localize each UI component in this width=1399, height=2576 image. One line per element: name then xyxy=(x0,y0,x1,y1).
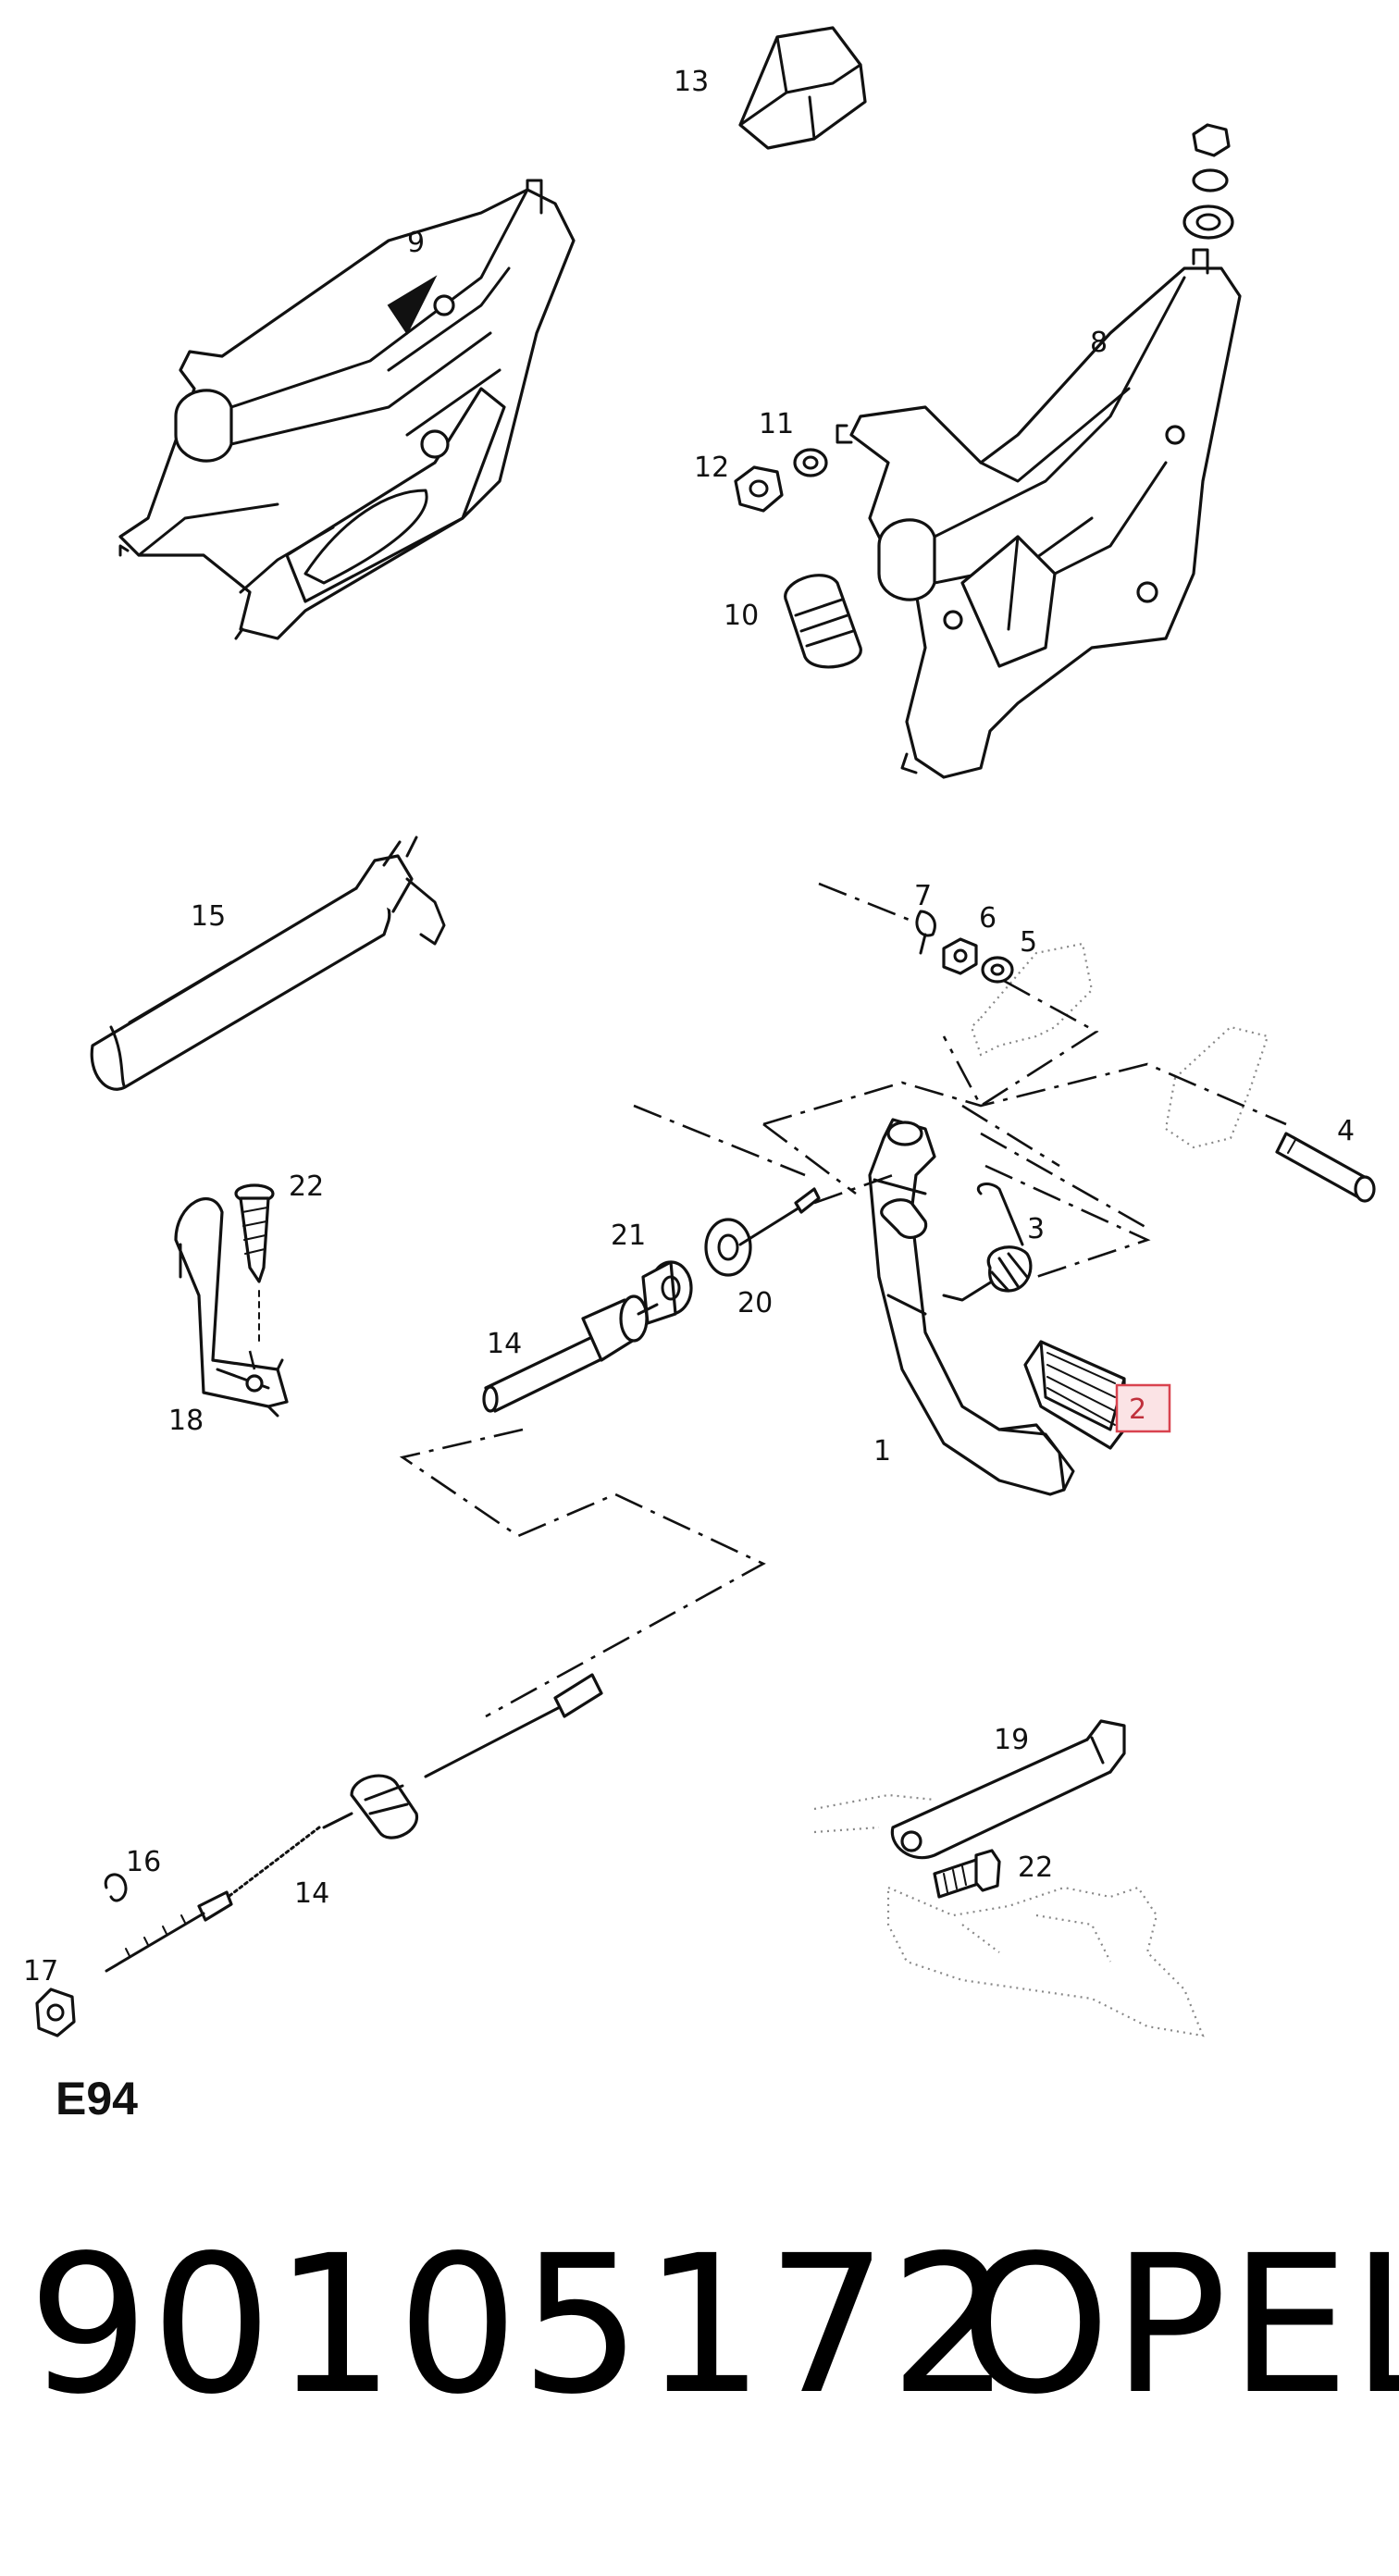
callout-16: 16 xyxy=(126,1846,161,1878)
callout-2-highlight-box xyxy=(1115,1383,1171,1433)
callout-2-highlight[interactable]: 2 xyxy=(1115,1383,1171,1433)
callout-15: 15 xyxy=(191,900,226,933)
callout-2: 2 xyxy=(1129,1393,1146,1426)
brand-name: OPEL xyxy=(960,2214,1399,2436)
part-11-washer xyxy=(793,448,828,477)
part-1-clutch-pedal xyxy=(868,1118,1075,1496)
callout-1: 1 xyxy=(873,1435,891,1468)
part-20-washer xyxy=(704,1218,752,1277)
diagram-code: E94 xyxy=(56,2073,138,2124)
callout-7: 7 xyxy=(914,880,932,912)
callout-labels: 13 9 8 11 12 10 15 7 6 5 4 22 21 3 20 14… xyxy=(23,66,1355,1988)
part-17-retainer xyxy=(35,1988,76,2037)
part-4-pivot-pin xyxy=(1275,1132,1376,1203)
part-22-screw-upper xyxy=(234,1183,275,1343)
part-8-pedal-bracket xyxy=(836,248,1242,779)
callout-22-upper: 22 xyxy=(289,1170,324,1203)
callout-10: 10 xyxy=(724,600,759,632)
callout-20: 20 xyxy=(737,1287,773,1319)
part-3-return-spring xyxy=(942,1183,1033,1302)
part-10-bushing xyxy=(784,574,862,669)
part-15-clutch-cylinder xyxy=(90,836,446,1091)
ghost-bracket-right xyxy=(1164,1025,1269,1149)
callout-14-lower: 14 xyxy=(294,1877,329,1910)
part-22-bolt-lower xyxy=(933,1849,1001,1899)
callout-13: 13 xyxy=(674,66,709,98)
callout-9: 9 xyxy=(407,227,425,259)
part-number: 90105172 xyxy=(28,2214,1013,2436)
part-16-clip xyxy=(104,1873,128,1902)
callout-3: 3 xyxy=(1027,1213,1045,1245)
part-19-lever xyxy=(890,1719,1126,1860)
callout-19: 19 xyxy=(994,1724,1029,1756)
ghost-pedal-box-lower xyxy=(813,1793,1205,2037)
callout-22-lower: 22 xyxy=(1018,1852,1053,1884)
callout-8: 8 xyxy=(1090,327,1108,359)
part-13-bracket xyxy=(738,26,867,150)
callout-17: 17 xyxy=(23,1955,58,1988)
callout-4: 4 xyxy=(1337,1115,1355,1147)
part-12-nut xyxy=(734,465,784,513)
part-5-washer xyxy=(981,956,1014,984)
part-14-rod-end xyxy=(482,1187,821,1413)
part-14-clutch-cable xyxy=(105,1673,603,1973)
part-9-pedal-bracket xyxy=(118,179,576,640)
callout-12: 12 xyxy=(694,452,729,484)
callout-18: 18 xyxy=(168,1405,204,1437)
callout-5: 5 xyxy=(1020,926,1037,959)
callout-11: 11 xyxy=(759,408,794,440)
callout-6: 6 xyxy=(979,902,997,935)
bracket-8-nut-and-washers xyxy=(1182,123,1234,240)
part-18-mounting-bracket xyxy=(174,1197,289,1418)
callout-21: 21 xyxy=(611,1220,646,1252)
assembly-guide-lines xyxy=(248,882,1287,1718)
part-6-nut xyxy=(942,937,978,975)
part-21-bushing xyxy=(641,1260,693,1325)
part-7-clip xyxy=(915,910,936,955)
callout-14-upper: 14 xyxy=(487,1328,522,1360)
